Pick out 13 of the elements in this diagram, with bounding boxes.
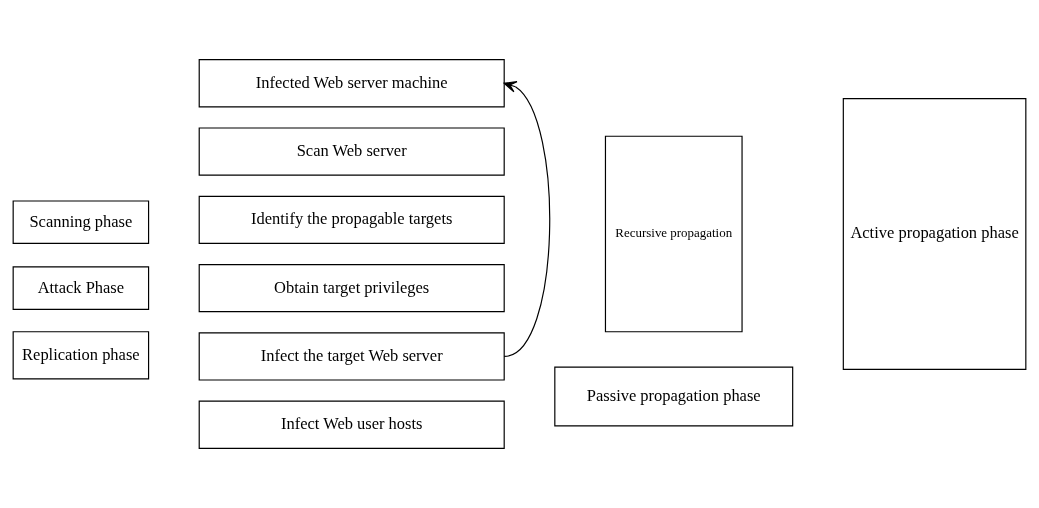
node-box: Infected Web server machine xyxy=(198,59,505,108)
node-box: Infect the target Web server xyxy=(198,332,505,381)
node-box: Passive propagation phase xyxy=(554,366,794,427)
node-box: Infect Web user hosts xyxy=(198,400,505,449)
arrow xyxy=(503,81,551,358)
node-box: Active propagation phase xyxy=(842,97,1027,370)
node-box: Recursive propagation xyxy=(604,135,743,333)
node-box: Replication phase xyxy=(12,331,150,380)
node-box: Obtain target privileges xyxy=(198,264,505,313)
node-box: Attack Phase xyxy=(12,266,150,310)
node-box: Scanning phase xyxy=(12,200,150,244)
node-box: Identify the propagable targets xyxy=(198,195,505,244)
node-box: Scan Web server xyxy=(198,127,505,176)
